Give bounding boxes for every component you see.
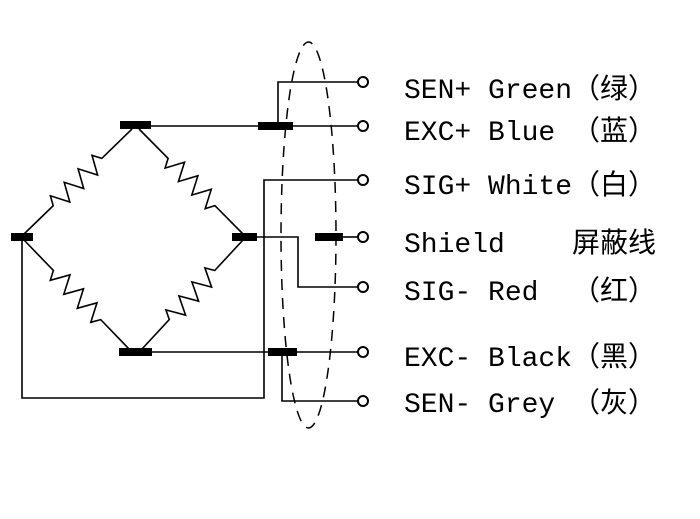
resistor-bottom-right xyxy=(141,239,244,350)
label-exc-minus: EXC- Black（黑） xyxy=(404,341,656,375)
bridge-node-bottom-bar xyxy=(119,348,152,356)
shield-wire-bar xyxy=(315,233,343,241)
terminal-shield xyxy=(357,231,369,243)
wire-sig-plus xyxy=(21,179,357,399)
terminal-sig-plus xyxy=(357,174,369,186)
resistor-top-right xyxy=(138,128,244,235)
terminal-exc-plus xyxy=(357,120,369,132)
bridge-node-left-bar xyxy=(11,233,33,241)
label-sig-minus: SIG- Red （红） xyxy=(404,275,656,309)
resistor-top-left xyxy=(23,128,133,235)
label-exc-plus: EXC+ Blue （蓝） xyxy=(404,115,656,149)
label-sen-plus: SEN+ Green（绿） xyxy=(404,73,656,107)
label-sen-minus: SEN- Grey （灰） xyxy=(404,387,656,421)
label-shield: Shield 屏蔽线 xyxy=(404,227,656,261)
joint-exc-minus-bar xyxy=(268,348,297,356)
bridge-node-top-bar xyxy=(120,121,151,129)
wire-sen-plus xyxy=(277,81,357,126)
wire-sig-minus xyxy=(257,236,357,288)
joint-exc-plus-bar xyxy=(258,122,293,130)
resistor-bottom-left xyxy=(23,239,130,350)
terminal-sen-plus xyxy=(357,76,369,88)
terminal-exc-minus xyxy=(357,346,369,358)
wire-sen-minus xyxy=(281,352,357,402)
bridge-node-right-bar xyxy=(232,233,257,241)
label-sig-plus: SIG+ White（白） xyxy=(404,169,656,203)
terminal-sig-minus xyxy=(357,281,369,293)
terminal-sen-minus xyxy=(357,395,369,407)
